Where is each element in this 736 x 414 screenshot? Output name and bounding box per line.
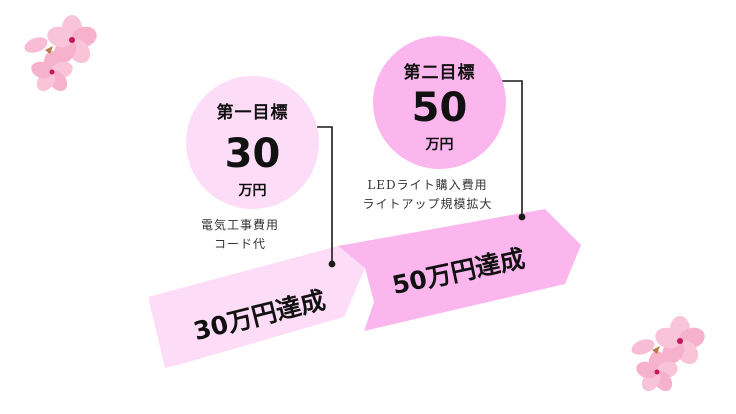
goal-2-description-line-2: ライトアップ規模拡大 [362, 197, 493, 211]
banner-1-tail [148, 297, 190, 368]
goal-1-description-line-2: コード代 [213, 237, 266, 251]
goal-2-title: 第二目標 [403, 63, 476, 83]
goal-1-value: 30 [224, 131, 281, 177]
banner-2-shape [338, 209, 581, 331]
goal-2-leader-dot [518, 213, 526, 221]
goal-1-unit: 万円 [238, 183, 267, 199]
goal-1-leader-dot [328, 260, 336, 268]
cherry-blossom-icon-top-left [24, 15, 97, 92]
goal-1-description-line-1: 電気工事費用 [200, 218, 279, 232]
cherry-blossom-icon-bottom-right [631, 316, 705, 392]
goal-1-circle [186, 76, 319, 209]
goal-2-value: 50 [411, 85, 468, 131]
banner-1-shape [148, 246, 365, 365]
goal-2-description: LEDライト購入費用 ライトアップ規模拡大 [345, 176, 510, 214]
goal-2-description-line-1: LEDライト購入費用 [367, 178, 488, 192]
goal-1-title: 第一目標 [216, 103, 289, 123]
goal-2-circle [373, 36, 506, 169]
goal-2-unit: 万円 [425, 137, 454, 153]
goal-1-description: 電気工事費用 コード代 [170, 216, 310, 254]
